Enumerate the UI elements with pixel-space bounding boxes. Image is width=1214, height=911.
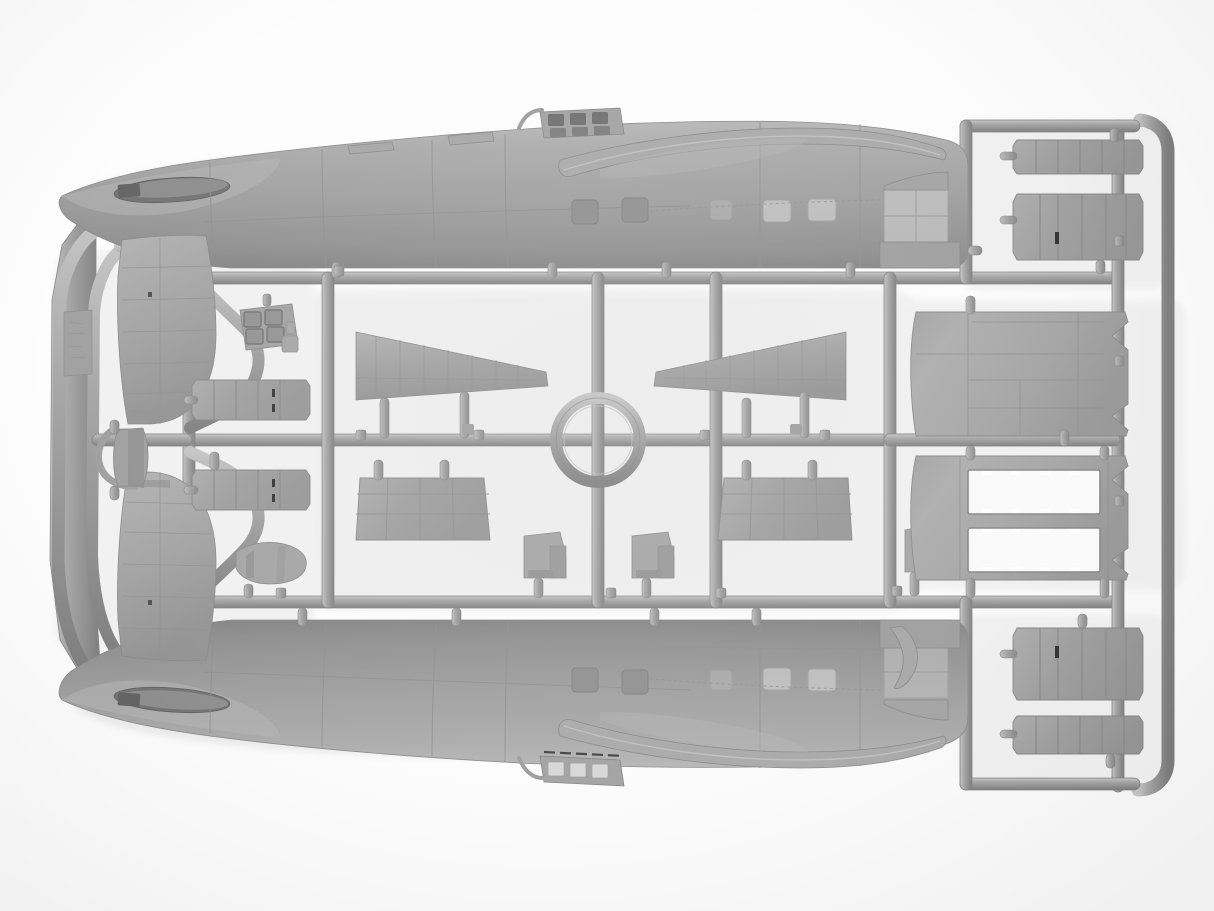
photo-sheen <box>0 0 1214 911</box>
sprue-illustration <box>0 0 1214 911</box>
sprue-photo-canvas: Plastic model kit sprue (parts tree) twi… <box>0 0 1214 911</box>
